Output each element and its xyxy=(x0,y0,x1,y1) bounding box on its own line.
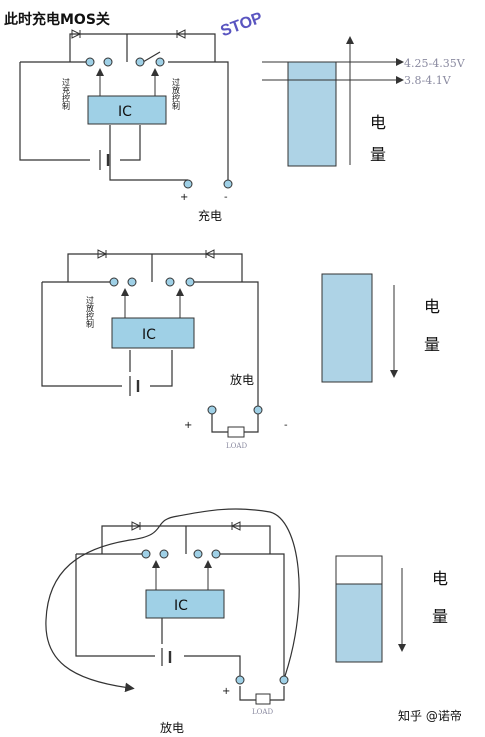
svg-text:+: + xyxy=(184,420,192,431)
svg-text:LOAD: LOAD xyxy=(226,442,247,450)
mos-terminal xyxy=(85,57,95,67)
circuit-charge: 此时充电MOS关 STOP IC 过充控制 过放控 xyxy=(4,9,466,223)
svg-text:LOAD: LOAD xyxy=(252,708,273,716)
capacity-label-1: 电 xyxy=(370,113,386,132)
mos-terminal xyxy=(103,57,113,67)
page-title: 此时充电MOS关 xyxy=(4,11,110,28)
battery-level-middle xyxy=(321,273,373,383)
watermark: 知乎 @诺帝 xyxy=(398,708,462,723)
battery-level-top xyxy=(287,61,337,167)
svg-text:IC: IC xyxy=(174,598,188,614)
overcharge-label: 过充控制 xyxy=(62,77,71,111)
plus-sign: + xyxy=(180,192,188,203)
capacity-label-2: 量 xyxy=(370,145,386,164)
svg-text:+: + xyxy=(222,686,230,697)
diode-right xyxy=(175,29,186,39)
svg-text:放电: 放电 xyxy=(160,720,184,735)
ic-chip xyxy=(87,95,167,125)
svg-text:过放控制: 过放控制 xyxy=(86,295,95,329)
svg-text:IC: IC xyxy=(142,327,156,343)
current-loop-arrow xyxy=(45,508,300,693)
svg-text:电: 电 xyxy=(424,297,440,316)
terminal-plus xyxy=(183,179,193,189)
overdischarge-label: 过放控制 xyxy=(172,77,181,111)
mos-terminal xyxy=(155,57,165,67)
terminal-minus xyxy=(223,179,233,189)
voltage-high: 4.25-4.35V xyxy=(404,57,466,70)
discharge-label: 放电 xyxy=(230,372,254,387)
charge-label: 充电 xyxy=(198,208,222,223)
ic-label: IC xyxy=(118,104,132,120)
diode-left xyxy=(71,29,82,39)
stop-stamp: STOP xyxy=(218,9,265,40)
svg-text:量: 量 xyxy=(424,335,440,354)
minus-sign: - xyxy=(224,192,228,203)
mos-terminal xyxy=(135,57,145,67)
circuit-discharge-loop: IC LOAD + 放电 电 量 知乎 @诺帝 xyxy=(45,508,462,735)
svg-text:电: 电 xyxy=(432,569,448,588)
battery-level-bottom xyxy=(335,583,383,663)
voltage-low: 3.8-4.1V xyxy=(404,74,452,87)
svg-text:-: - xyxy=(284,420,288,431)
circuit-discharge: IC 过放控制 LOAD + - 放电 电 量 xyxy=(41,249,440,450)
svg-text:量: 量 xyxy=(432,607,448,626)
